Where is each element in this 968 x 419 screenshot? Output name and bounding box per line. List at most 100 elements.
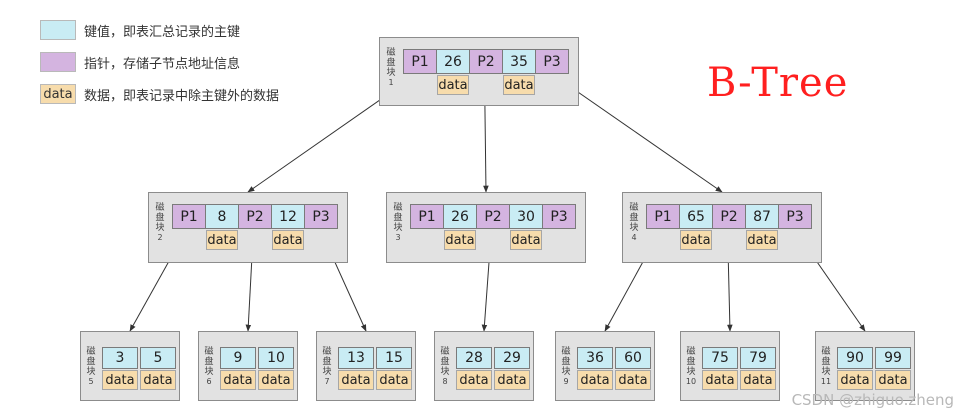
disk-block-label-char: 块 xyxy=(386,68,396,78)
key-cell: 99 xyxy=(875,347,911,369)
legend-data-swatch: data xyxy=(40,84,76,104)
key-cell: 15 xyxy=(376,347,412,369)
data-cell: data xyxy=(680,230,712,250)
legend-pointer: 指针，存储子节点地址信息 xyxy=(40,52,240,72)
disk-block-number: 9 xyxy=(563,377,569,386)
data-cell: data xyxy=(272,230,304,250)
disk-block-label-char: 磁 xyxy=(686,347,696,357)
data-cell: data xyxy=(444,230,476,250)
data-cell: data xyxy=(702,370,738,390)
data-cell: data xyxy=(837,370,873,390)
disk-block-label-char: 块 xyxy=(821,367,831,377)
disk-block-label-char: 块 xyxy=(155,223,165,233)
key-cell: 12 xyxy=(271,204,305,229)
pointer-cell: P2 xyxy=(238,204,272,229)
pointer-cell: P3 xyxy=(542,204,576,229)
data-cell: data xyxy=(206,230,238,250)
legend-pointer-swatch xyxy=(40,52,76,72)
key-cell: 8 xyxy=(205,204,239,229)
legend-data-text: 数据，即表记录中除主键外的数据 xyxy=(84,88,280,104)
disk-block-label-char: 块 xyxy=(393,223,403,233)
data-cell: data xyxy=(140,370,176,390)
disk-block-number: 3 xyxy=(395,233,401,242)
key-cell: 87 xyxy=(745,204,779,229)
disk-block-label-char: 块 xyxy=(629,223,639,233)
disk-block-label-char: 块 xyxy=(204,367,214,377)
data-cell: data xyxy=(494,370,530,390)
watermark: CSDN @zhiguo.zheng xyxy=(791,391,954,409)
data-cell: data xyxy=(875,370,911,390)
disk-block-label-char: 盘 xyxy=(204,357,214,367)
key-cell: 90 xyxy=(837,347,873,369)
disk-block-number: 8 xyxy=(442,377,448,386)
legend-key: 键值，即表汇总记录的主键 xyxy=(40,20,240,40)
disk-block-label-char: 磁 xyxy=(393,203,403,213)
pointer-cell: P1 xyxy=(403,49,437,74)
legend-key-text: 键值，即表汇总记录的主键 xyxy=(84,24,241,40)
pointer-cell: P2 xyxy=(476,204,510,229)
key-cell: 65 xyxy=(679,204,713,229)
disk-block-number: 11 xyxy=(820,377,832,386)
disk-block-label-char: 盘 xyxy=(86,357,96,367)
disk-block-label-char: 块 xyxy=(440,367,450,377)
pointer-cell: P3 xyxy=(304,204,338,229)
pointer-cell: P1 xyxy=(646,204,680,229)
key-cell: 60 xyxy=(615,347,651,369)
key-cell: 3 xyxy=(102,347,138,369)
disk-block-label-char: 块 xyxy=(561,367,571,377)
data-cell: data xyxy=(338,370,374,390)
data-cell: data xyxy=(577,370,613,390)
data-cell: data xyxy=(740,370,776,390)
disk-block-label-char: 块 xyxy=(322,367,332,377)
disk-block-number: 5 xyxy=(88,377,94,386)
key-cell: 36 xyxy=(577,347,613,369)
data-cell: data xyxy=(510,230,542,250)
key-cell: 30 xyxy=(509,204,543,229)
key-cell: 10 xyxy=(258,347,294,369)
pointer-cell: P2 xyxy=(469,49,503,74)
disk-block-label-char: 块 xyxy=(686,367,696,377)
key-cell: 26 xyxy=(443,204,477,229)
disk-block-number: 10 xyxy=(685,377,697,386)
tree-edge xyxy=(550,72,723,193)
disk-block-label-char: 磁 xyxy=(155,203,165,213)
disk-block-label-char: 盘 xyxy=(686,357,696,367)
key-cell: 9 xyxy=(220,347,256,369)
disk-block-label-char: 盘 xyxy=(322,357,332,367)
legend-key-swatch xyxy=(40,20,76,40)
key-cell: 5 xyxy=(140,347,176,369)
disk-block-label-char: 磁 xyxy=(821,347,831,357)
disk-block-number: 2 xyxy=(157,233,163,242)
disk-block-label-char: 磁 xyxy=(204,347,214,357)
key-cell: 28 xyxy=(456,347,492,369)
disk-block-label-char: 磁 xyxy=(629,203,639,213)
key-cell: 35 xyxy=(502,49,536,74)
pointer-cell: P2 xyxy=(712,204,746,229)
data-cell: data xyxy=(746,230,778,250)
data-cell: data xyxy=(376,370,412,390)
disk-block-number: 6 xyxy=(206,377,212,386)
disk-block-label-char: 磁 xyxy=(322,347,332,357)
disk-block-label-char: 盘 xyxy=(386,58,396,68)
legend-pointer-text: 指针，存储子节点地址信息 xyxy=(84,56,241,72)
disk-block-label-char: 块 xyxy=(86,367,96,377)
disk-block-number: 4 xyxy=(631,233,637,242)
data-cell: data xyxy=(220,370,256,390)
disk-block-label-char: 盘 xyxy=(821,357,831,367)
diagram-title: B-Tree xyxy=(707,60,849,106)
